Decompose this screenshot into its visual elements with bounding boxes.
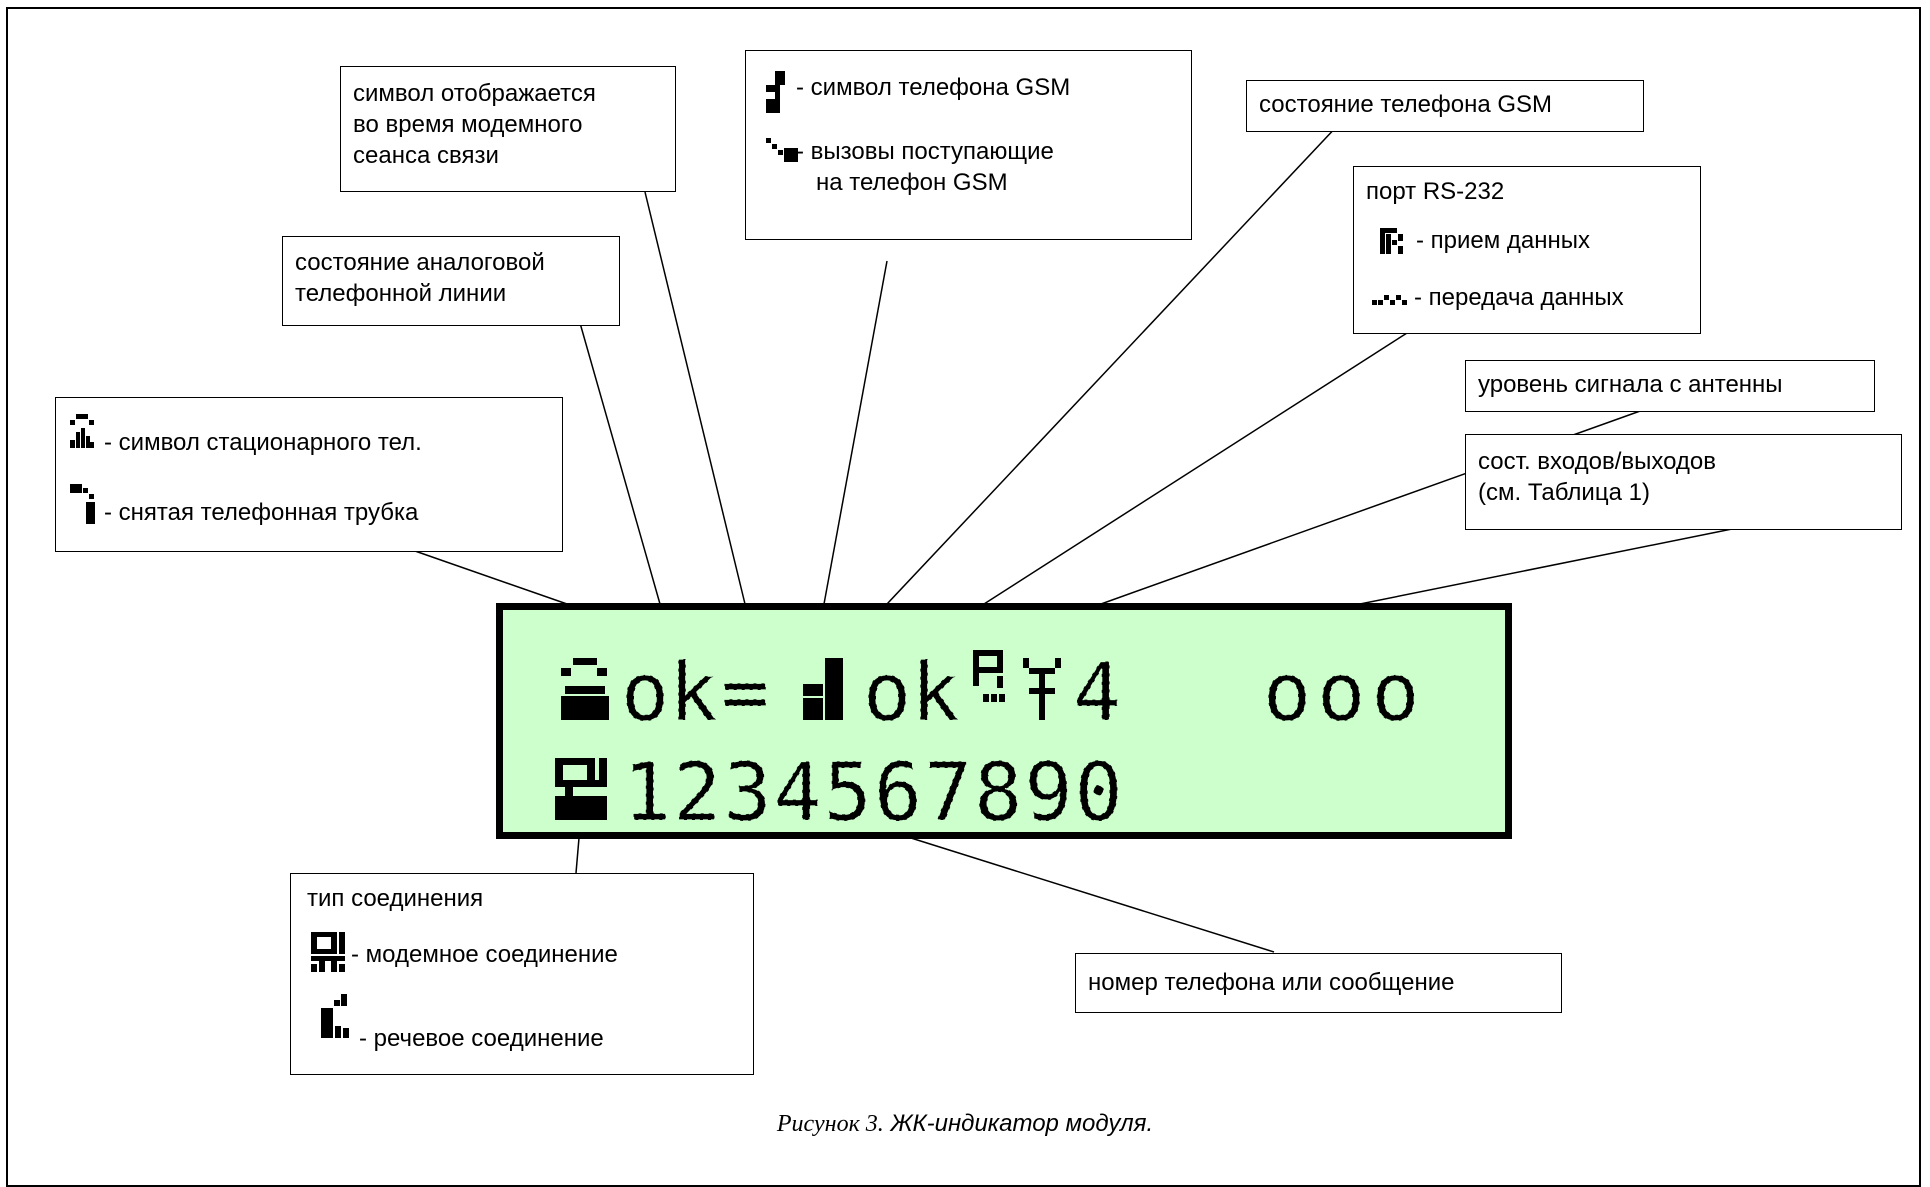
figure-caption: Рисунок 3. ЖК-индикатор модуля. [0, 1110, 1930, 1138]
lcd-gsm-state: ok [863, 646, 959, 739]
lcd-antenna-icon [1023, 658, 1061, 720]
modem-session-label-1: символ отображается [353, 80, 596, 107]
gsm-state-label: состояние телефона GSM [1259, 91, 1553, 118]
data-transmit-icon [1372, 295, 1414, 305]
analog-line-label-2: телефонной линии [295, 280, 507, 307]
io-label-1: сост. входов/выходов [1478, 448, 1717, 475]
gsm-state-box: состояние телефона GSM [1246, 80, 1644, 132]
gsm-box: - символ телефона GSM - вызовы поступающ… [745, 50, 1192, 240]
phone-number-box: номер телефона или сообщение [1075, 953, 1562, 1013]
gsm-phone-icon [766, 71, 786, 113]
io-label-2: (см. Таблица 1) [1478, 479, 1650, 506]
lcd-signal-level: 4 [1073, 646, 1121, 739]
rs232-title: порт RS-232 [1366, 178, 1505, 205]
modem-conn-label: - модемное соединение [351, 941, 618, 968]
modem-session-label-3: сеанса связи [353, 142, 499, 169]
modem-session-box: символ отображается во время модемного с… [340, 66, 676, 192]
phone-number-label: номер телефона или сообщение [1088, 969, 1455, 996]
lcd-rs232-icon [973, 650, 1005, 702]
lcd-modem-conn-icon [555, 758, 607, 820]
analog-line-box: состояние аналоговой телефонной линии [282, 236, 620, 326]
caption-text: ЖК-индикатор модуля. [883, 1110, 1154, 1137]
stationary-phone-icon [70, 414, 94, 448]
lcd-modem-symbol: = [721, 646, 769, 739]
gsm-calls-label-1: - вызовы поступающие [796, 138, 1054, 165]
caption-number: Рисунок 3. [776, 1111, 884, 1137]
lcd-stationary-icon [561, 658, 609, 720]
voice-conn-icon [321, 994, 361, 1040]
rs232-box: порт RS-232 - прием данных - передача да… [1353, 166, 1701, 334]
io-box: сост. входов/выходов (см. Таблица 1) [1465, 434, 1902, 530]
lcd-analog-state: ok [621, 646, 717, 739]
stationary-box: - символ стационарного тел. - снятая тел… [55, 397, 563, 552]
modem-conn-icon [311, 932, 347, 972]
conn-type-box: тип соединения - модемное соединение - р… [290, 873, 754, 1075]
handset-off-icon [70, 484, 96, 524]
lcd-gsm-phone-icon [803, 658, 843, 720]
rs232-tx-label: - передача данных [1414, 284, 1624, 311]
gsm-symbol-label: - символ телефона GSM [796, 74, 1071, 101]
rs232-rx-label: - прием данных [1416, 227, 1591, 254]
lcd-display: ok = ok 4 ooo 1234567890 [496, 603, 1512, 840]
analog-line-label-1: состояние аналоговой [295, 249, 545, 276]
stationary-label: - символ стационарного тел. [104, 429, 422, 456]
lcd-phone-number: 1234567890 [623, 746, 1125, 839]
handset-off-label: - снятая телефонная трубка [104, 499, 419, 526]
modem-session-label-2: во время модемного [353, 111, 583, 138]
incoming-call-icon [766, 138, 800, 162]
voice-conn-label: - речевое соединение [359, 1025, 604, 1052]
lcd-io-state: ooo [1263, 646, 1426, 739]
data-receive-icon [1380, 228, 1404, 254]
antenna-box: уровень сигнала с антенны [1465, 360, 1875, 412]
conn-type-title: тип соединения [307, 885, 484, 912]
gsm-calls-label-2: на телефон GSM [816, 169, 1008, 196]
antenna-label: уровень сигнала с антенны [1478, 371, 1783, 398]
lcd-screen: ok = ok 4 ooo 1234567890 [555, 645, 1426, 840]
